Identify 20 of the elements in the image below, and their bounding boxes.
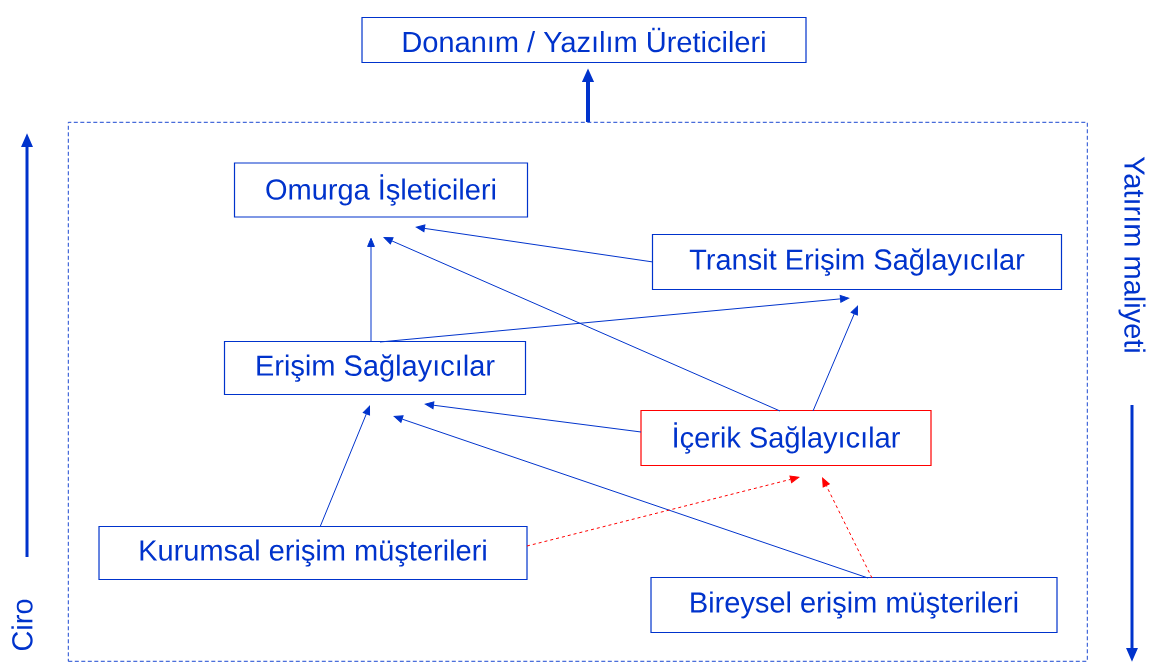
- process-box: Donanım / Yazılım Üreticileri: [361, 16, 807, 64]
- process-box: Bireysel erişim müşterileri: [650, 576, 1058, 634]
- process-box: Omurga İşleticileri: [233, 162, 529, 218]
- axis-label: Yatırım maliyeti: [1118, 156, 1146, 352]
- arrow: [415, 224, 654, 263]
- arrow: [383, 237, 781, 412]
- arrow: [424, 401, 642, 433]
- process-box: Erişim Sağlayıcılar: [223, 340, 527, 396]
- axis-label: Ciro: [11, 599, 33, 651]
- arrow: [393, 415, 869, 579]
- arrow: [822, 477, 873, 579]
- process-box: İçerik Sağlayıcılar: [640, 409, 932, 467]
- dashed-frame: [67, 121, 1088, 662]
- arrow: [379, 295, 850, 343]
- arrow: [526, 475, 800, 547]
- arrow: [319, 405, 371, 528]
- process-box: Kurumsal erişim müşterileri: [98, 525, 528, 581]
- arrow: [812, 305, 858, 412]
- arrow: [367, 237, 375, 343]
- process-box: Transit Erişim Sağlayıcılar: [651, 233, 1063, 291]
